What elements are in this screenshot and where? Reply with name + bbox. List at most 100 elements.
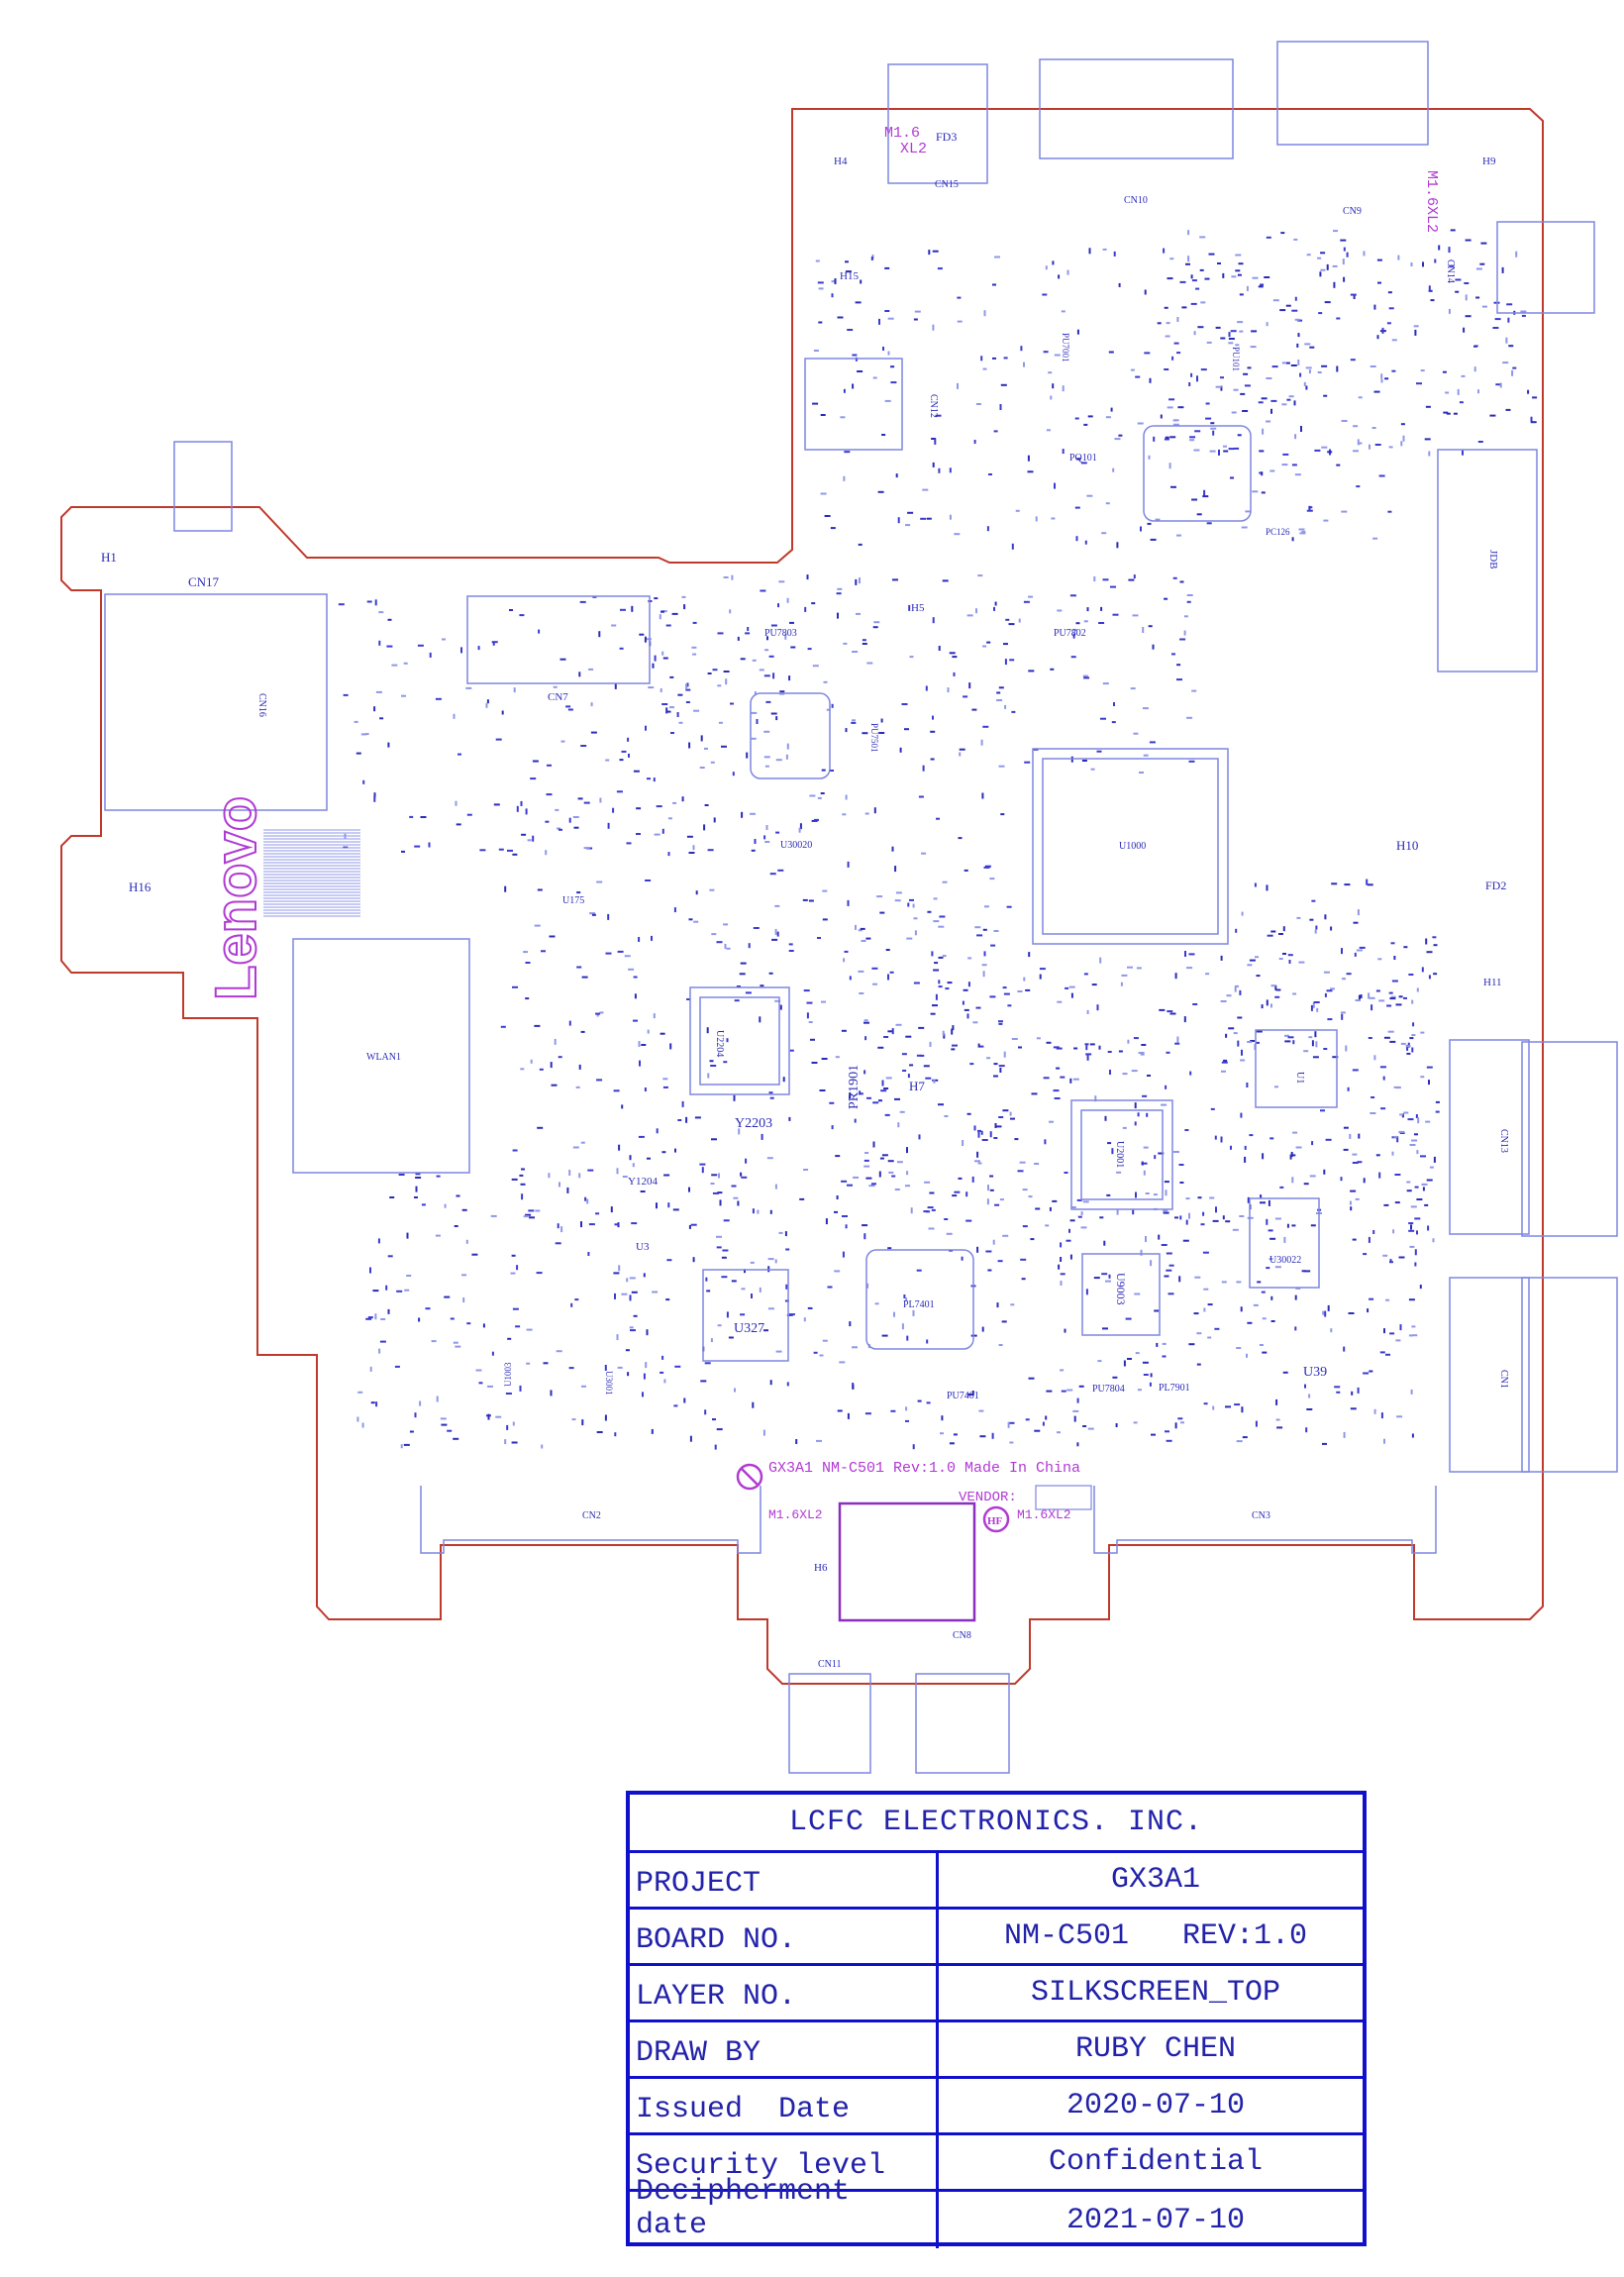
pad — [1168, 398, 1175, 401]
pad — [611, 624, 617, 627]
pad — [1148, 625, 1153, 628]
pad — [784, 1299, 789, 1302]
pad — [881, 1154, 888, 1157]
pad — [1082, 1425, 1087, 1427]
pad — [717, 1191, 723, 1194]
pad — [1258, 401, 1264, 404]
pad — [1325, 1138, 1332, 1141]
pad — [587, 1169, 594, 1172]
pad — [1345, 1045, 1348, 1052]
pad — [1153, 436, 1156, 442]
pad — [404, 1289, 410, 1292]
pad — [690, 1223, 697, 1226]
pad — [1210, 422, 1215, 425]
pad — [1280, 232, 1285, 235]
pad — [1363, 251, 1366, 257]
pad — [621, 1293, 628, 1295]
pad — [1340, 1011, 1346, 1014]
pad — [868, 1185, 875, 1188]
pad — [1383, 1328, 1385, 1334]
pad — [989, 1131, 992, 1138]
pad — [1078, 1385, 1084, 1388]
pad — [768, 655, 774, 658]
pad — [1411, 1325, 1416, 1328]
pad — [1104, 1115, 1107, 1121]
pad — [396, 1290, 403, 1293]
label-pl7901: PL7901 — [1159, 1383, 1190, 1394]
pad — [1162, 1342, 1167, 1345]
pad — [1376, 259, 1382, 261]
cn2-connector — [420, 1486, 761, 1554]
pad — [1028, 1195, 1033, 1198]
pad — [992, 283, 996, 286]
pad — [769, 1380, 772, 1386]
u327-outline — [702, 1269, 789, 1362]
pad — [495, 738, 502, 741]
pad — [890, 381, 897, 384]
pad — [866, 662, 873, 665]
pad — [778, 580, 785, 583]
pad — [529, 1216, 535, 1219]
pad — [523, 1215, 529, 1218]
marking-labels: M1.6 XL2 M1.6XL2 GX3A1 NM-C501 Rev:1.0 M… — [203, 125, 1440, 1533]
pad — [532, 760, 539, 763]
pad — [723, 923, 729, 926]
cn3-connector — [1093, 1486, 1437, 1554]
pad — [1203, 1288, 1209, 1291]
pad — [718, 1173, 720, 1179]
pad — [776, 931, 779, 937]
pad — [1409, 1144, 1416, 1146]
pad — [374, 1313, 377, 1320]
pad — [1296, 916, 1301, 919]
pad — [723, 1219, 730, 1222]
pad — [789, 1049, 794, 1052]
pad — [578, 1173, 581, 1179]
pad — [852, 1384, 855, 1390]
pad — [837, 316, 844, 319]
pad — [1223, 445, 1227, 448]
pad — [1387, 510, 1392, 513]
pad — [1142, 707, 1149, 710]
pad — [1416, 1198, 1423, 1200]
pad — [525, 1213, 532, 1216]
pad — [1165, 335, 1170, 338]
pad — [962, 1140, 964, 1146]
pad — [971, 1391, 974, 1396]
pad — [1215, 1206, 1217, 1213]
pad — [378, 640, 381, 646]
pad — [1132, 1209, 1135, 1215]
pad — [1425, 1120, 1431, 1123]
pad — [631, 605, 634, 612]
label-cn9: CN9 — [1343, 206, 1362, 217]
pad — [1135, 1191, 1137, 1198]
pad — [580, 1030, 585, 1033]
pad — [1303, 1183, 1309, 1186]
pad — [993, 430, 998, 433]
pad — [910, 1207, 913, 1214]
pad — [820, 792, 825, 794]
pad — [1296, 343, 1299, 348]
pad — [986, 1057, 991, 1060]
pad — [1414, 329, 1417, 336]
pad — [677, 693, 683, 696]
pad — [1260, 1201, 1266, 1204]
pad — [1393, 956, 1396, 960]
pad — [893, 1311, 895, 1317]
pad — [1101, 1273, 1108, 1276]
pad — [686, 998, 691, 1000]
pad — [665, 707, 668, 714]
pad — [906, 1171, 909, 1176]
pad — [1343, 1431, 1346, 1438]
pad — [519, 614, 525, 617]
pad — [1137, 1112, 1140, 1117]
pad — [666, 710, 671, 713]
pad — [1178, 1164, 1184, 1166]
cn14-outline — [1496, 221, 1595, 314]
pad — [1343, 276, 1346, 282]
pad — [356, 1416, 359, 1422]
u9003-outline — [1081, 1253, 1161, 1336]
pad — [1414, 1249, 1417, 1256]
pad — [1188, 1212, 1190, 1219]
pad — [1228, 332, 1231, 338]
